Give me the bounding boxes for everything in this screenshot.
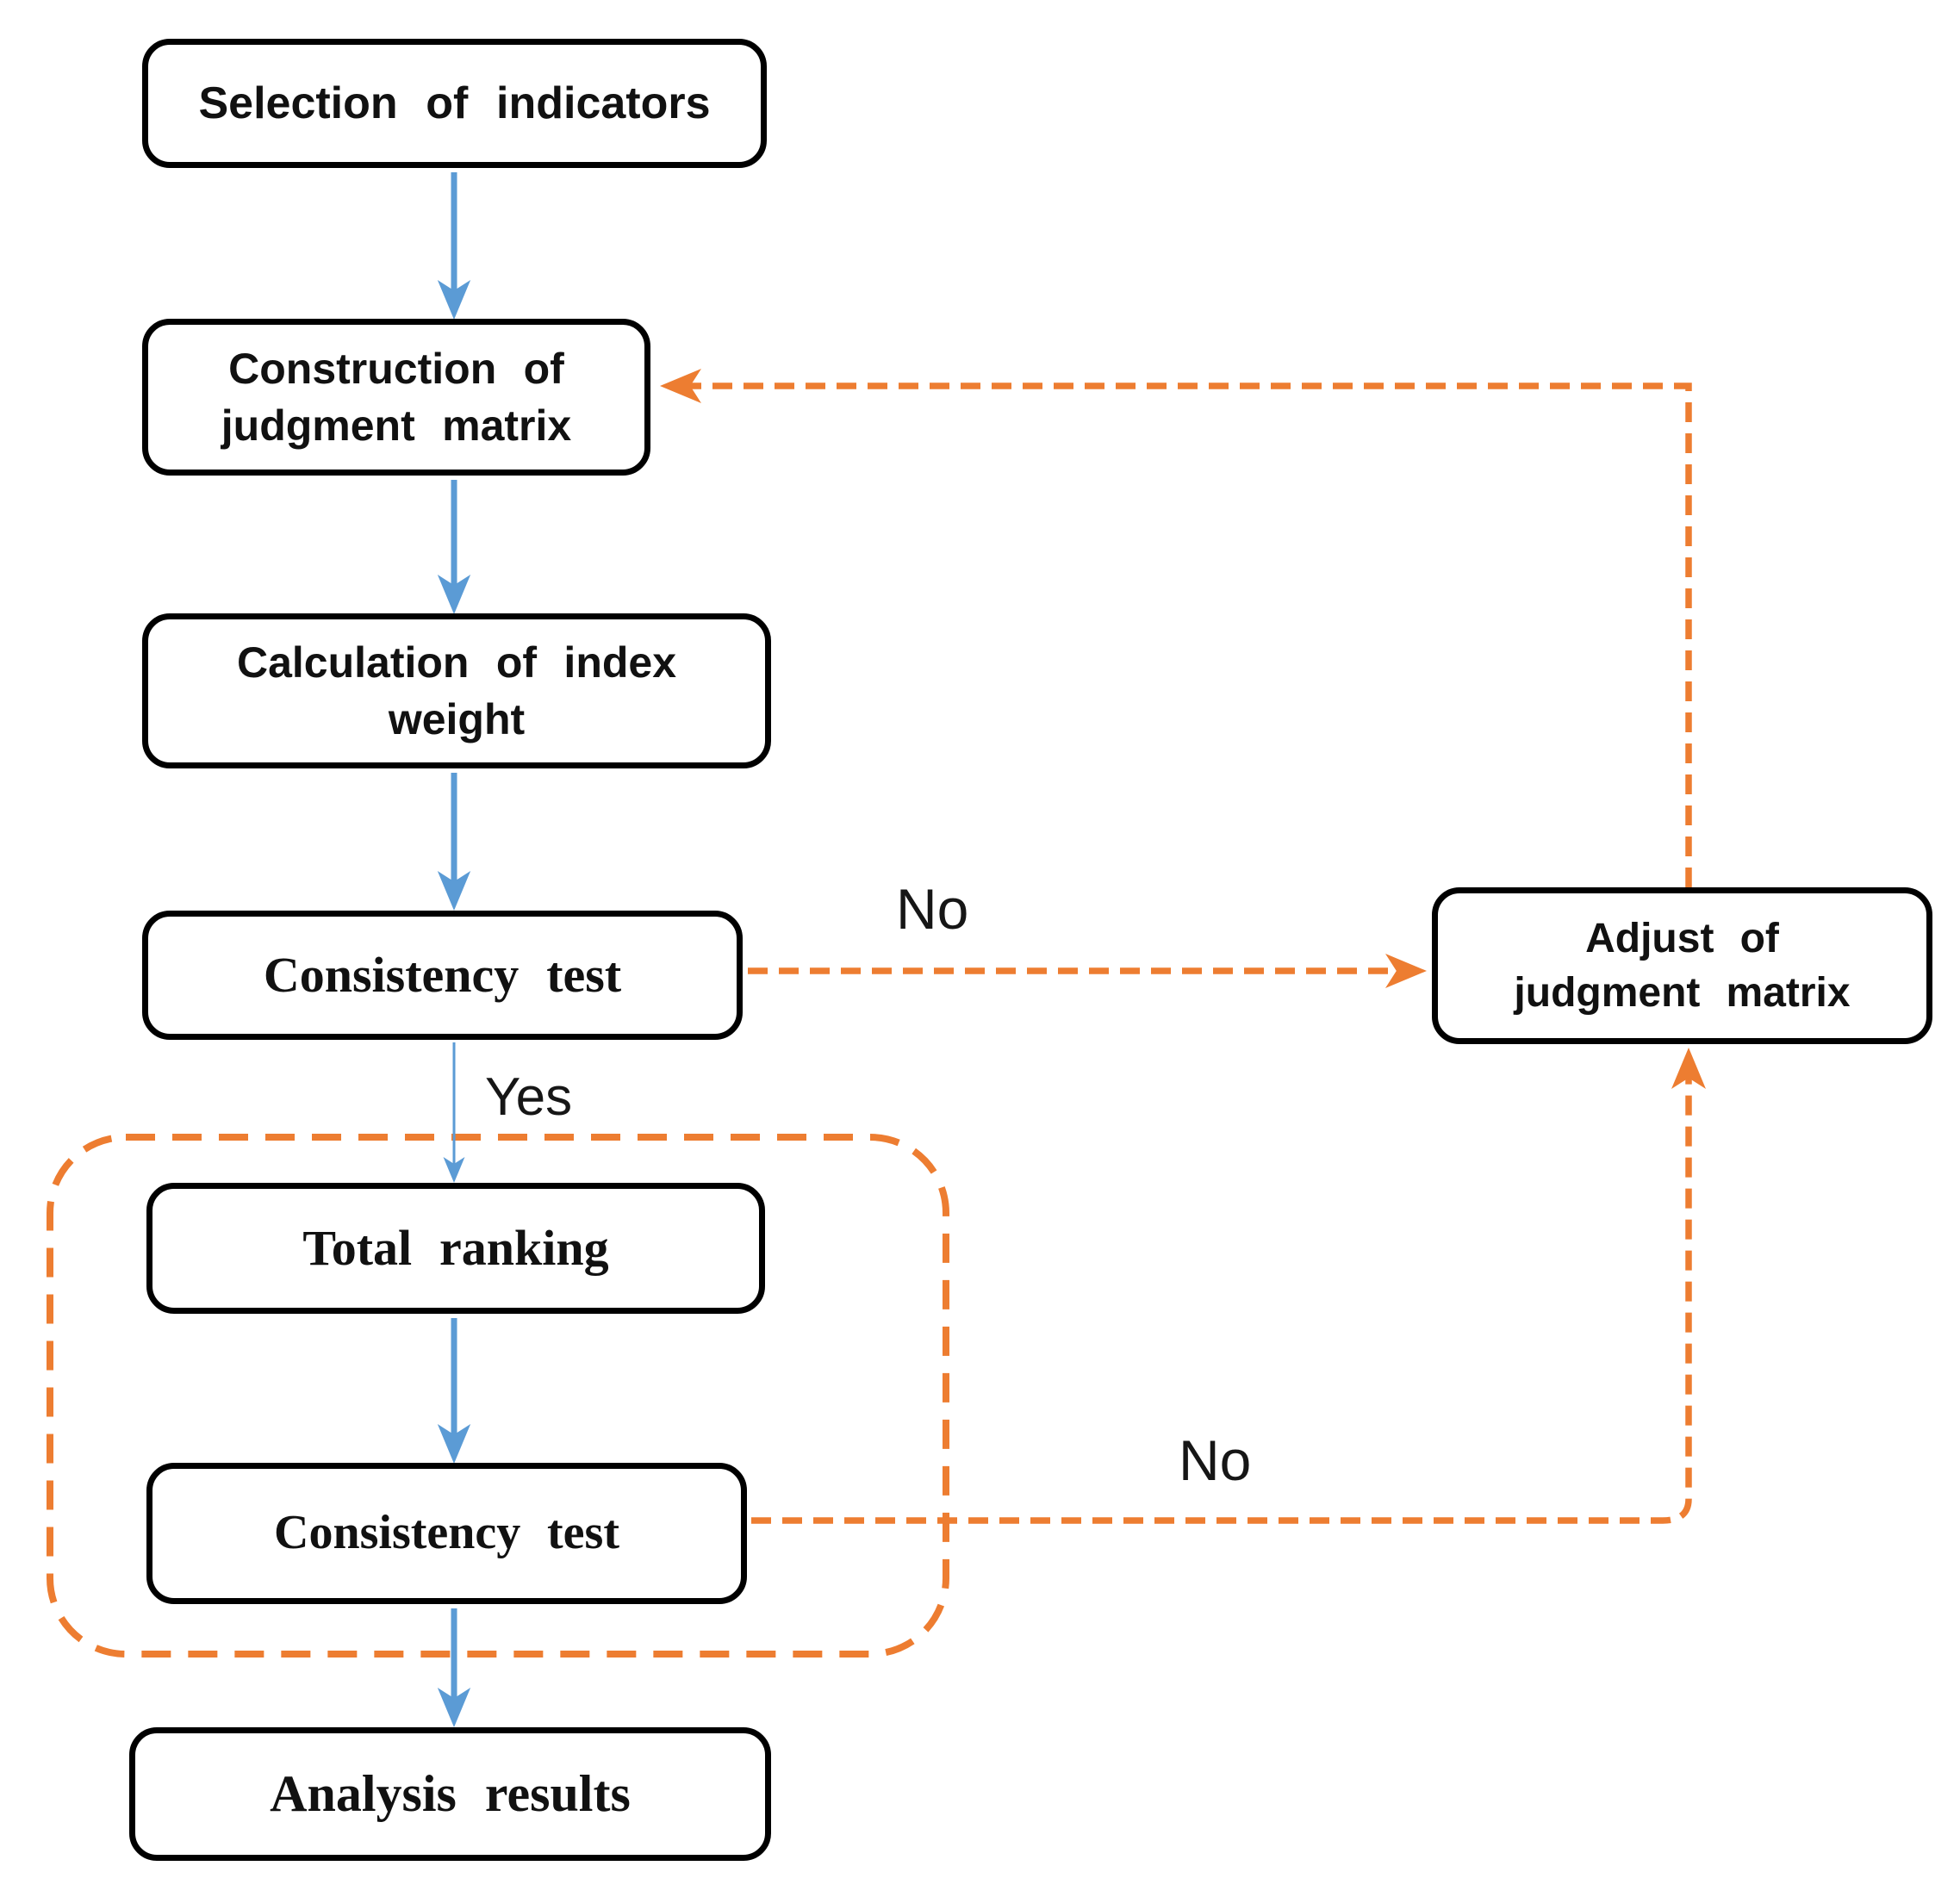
edge-label-yes: Yes xyxy=(485,1067,573,1127)
edge-label-no-bottom: No xyxy=(1179,1428,1252,1492)
edge-adjust-to-construction xyxy=(660,369,1692,887)
node-total-ranking: Total ranking xyxy=(146,1183,765,1314)
node-calculation-of-index-weight: Calculation of index weight xyxy=(142,613,771,768)
node-selection-of-indicators: Selection of indicators xyxy=(142,39,767,168)
edge-label-no-top: No xyxy=(896,877,969,941)
edge-consistency2-no-to-adjust xyxy=(751,1048,1706,1524)
node-consistency-test-2: Consistency test xyxy=(146,1463,747,1604)
node-adjust-of-judgment-matrix: Adjust of judgment matrix xyxy=(1432,887,1932,1044)
loop-group-border xyxy=(47,1134,949,1658)
node-construction-of-judgment-matrix: Construction of judgment matrix xyxy=(142,319,650,476)
node-analysis-results: Analysis results xyxy=(129,1727,771,1861)
node-consistency-test-1: Consistency test xyxy=(142,911,743,1040)
